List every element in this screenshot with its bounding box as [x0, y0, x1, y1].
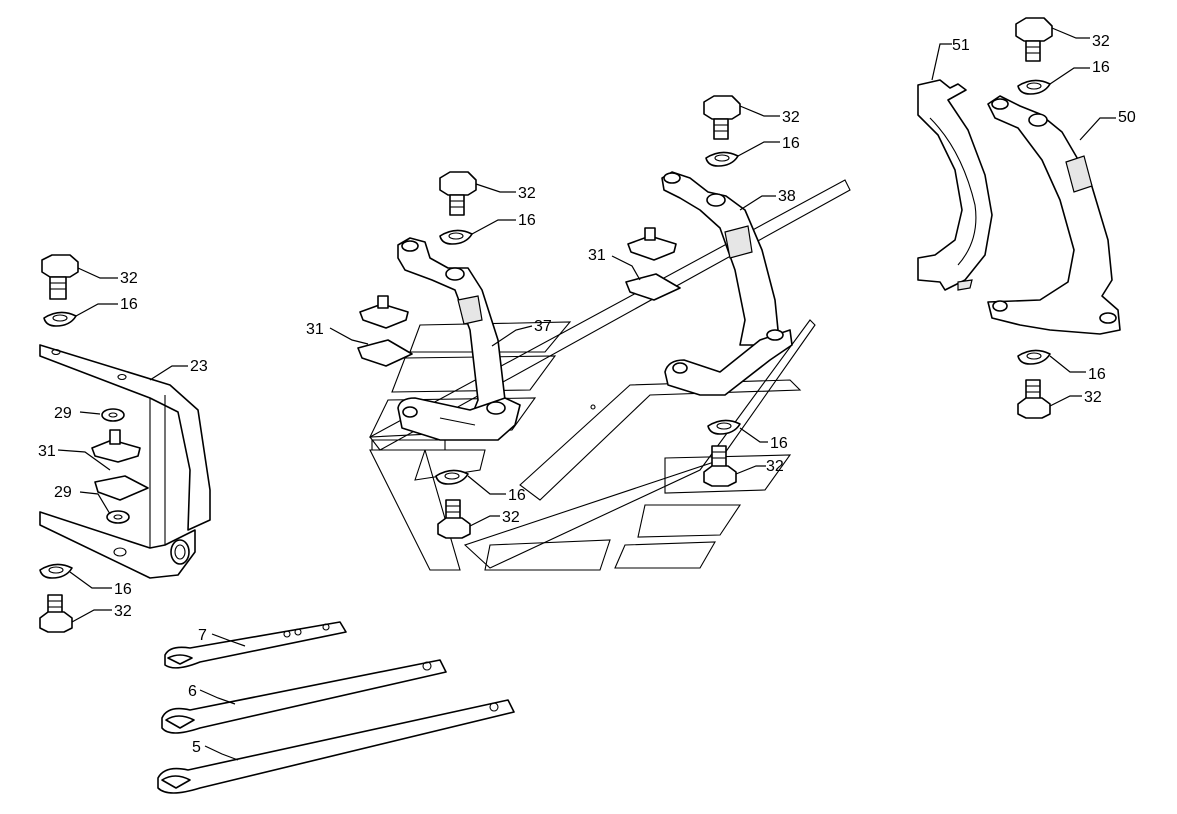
callout-32-mid: 32	[518, 185, 536, 202]
clip-31-mid-upper	[359, 295, 409, 329]
link-leaders	[199, 633, 246, 761]
callout-32-center: 32	[782, 109, 800, 126]
washer-16-center-bottom	[707, 419, 741, 435]
callout-38: 38	[778, 188, 796, 205]
callout-32-left-b: 32	[114, 603, 132, 620]
mid-leaders	[329, 183, 533, 527]
callout-51: 51	[952, 37, 970, 54]
left-leaders	[57, 267, 188, 623]
callout-16-left: 16	[120, 296, 138, 313]
callout-32-left: 32	[120, 270, 138, 287]
callout-5: 5	[192, 739, 201, 756]
callout-16-center: 16	[782, 135, 800, 152]
callout-16-right-b: 16	[1088, 366, 1106, 383]
bolt-32-center-top	[703, 95, 741, 140]
callout-16-mid: 16	[518, 212, 536, 229]
bolt-32-left-bottom	[39, 594, 73, 633]
callout-29-a: 29	[54, 405, 72, 422]
arm-51	[917, 79, 993, 291]
callout-50: 50	[1118, 109, 1136, 126]
washer-16-center-top	[705, 151, 739, 167]
link-5	[157, 699, 515, 794]
bolt-32-right-top	[1015, 17, 1053, 62]
callout-23: 23	[190, 358, 208, 375]
clip-31-mid-lower	[357, 339, 413, 367]
bolt-32-center-bottom	[703, 445, 737, 487]
center-leaders	[611, 105, 780, 475]
callout-31-center: 31	[588, 247, 606, 264]
link-7	[164, 621, 347, 669]
arm-38	[661, 171, 793, 396]
callout-16-right: 16	[1092, 59, 1110, 76]
washer-16-mid-top	[439, 229, 473, 245]
callout-16-mid-b: 16	[508, 487, 526, 504]
link-6	[161, 659, 447, 734]
bolt-32-mid-top	[439, 171, 477, 216]
washer-29-a	[101, 408, 125, 422]
clip-31-left-lower	[94, 475, 149, 501]
arm-50	[987, 95, 1121, 335]
washer-16-left-top	[43, 311, 77, 327]
callout-29-b: 29	[54, 484, 72, 501]
clip-31-left-upper	[91, 429, 141, 463]
callout-31-left: 31	[38, 443, 56, 460]
callout-16-center-b: 16	[770, 435, 788, 452]
clip-31-center-upper	[627, 227, 677, 261]
bolt-32-right-bottom	[1017, 379, 1051, 419]
callout-32-mid-b: 32	[502, 509, 520, 526]
washer-16-right-bottom	[1017, 349, 1051, 365]
washer-16-left-bottom	[39, 563, 73, 579]
bolt-32-mid-bottom	[437, 499, 471, 539]
callout-7: 7	[198, 627, 207, 644]
bracket-23	[39, 344, 211, 579]
right-leaders	[931, 27, 1116, 407]
watermark-logo	[369, 179, 851, 571]
callout-32-right: 32	[1092, 33, 1110, 50]
callout-32-center-b: 32	[766, 458, 784, 475]
washer-16-mid-bottom	[435, 469, 469, 485]
washer-29-b	[106, 510, 130, 524]
callout-6: 6	[188, 683, 197, 700]
callout-16-left-b: 16	[114, 581, 132, 598]
callout-labels: 32 16 23 29 31 29 16 32 7 6 5 32 16 31 3…	[38, 33, 1136, 756]
callout-31-mid: 31	[306, 321, 324, 338]
washer-16-right-top	[1017, 79, 1051, 95]
bolt-32-left-top	[41, 254, 79, 300]
callout-37: 37	[534, 318, 552, 335]
clip-31-center-lower	[625, 273, 681, 301]
callout-32-right-b: 32	[1084, 389, 1102, 406]
arm-37	[397, 237, 521, 441]
